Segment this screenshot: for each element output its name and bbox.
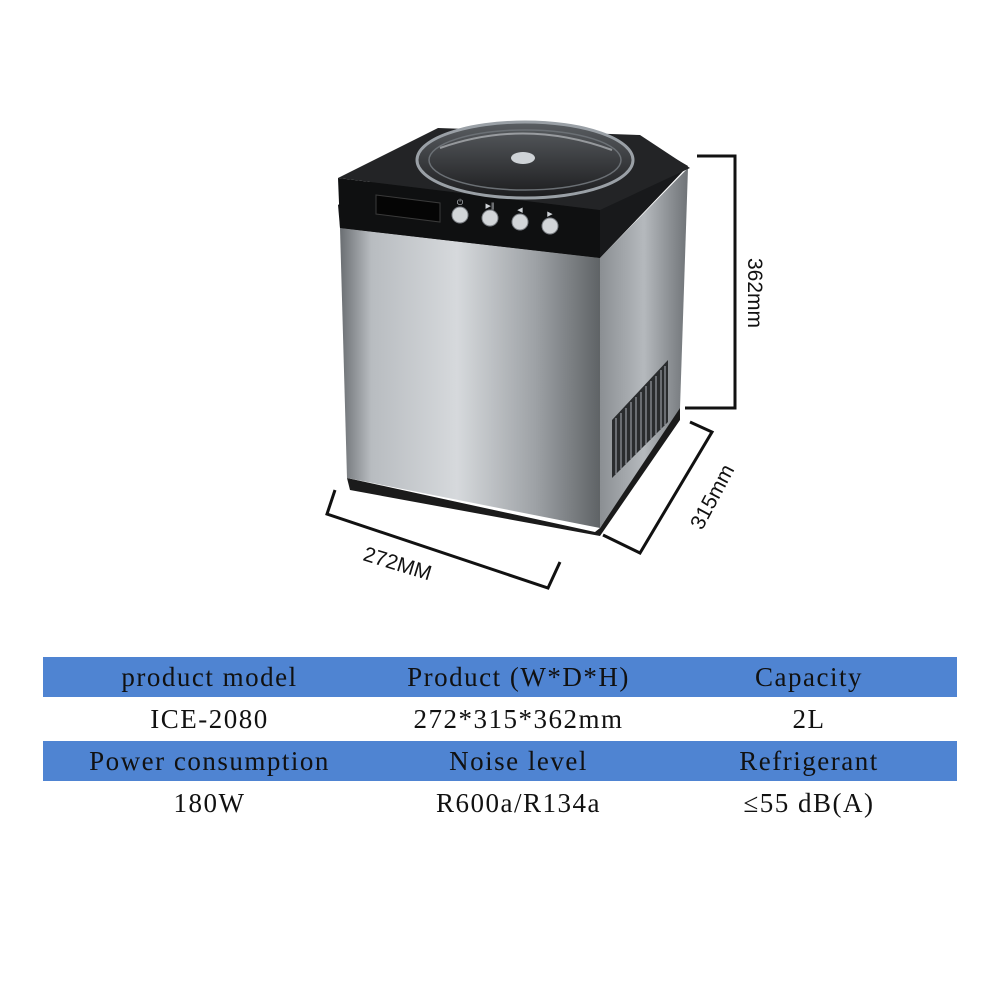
- value-product-model: ICE-2080: [43, 697, 376, 741]
- vent-grille: [612, 360, 668, 478]
- dimension-height: 362mm: [685, 154, 766, 410]
- header-noise-level: Noise level: [376, 741, 661, 781]
- lid-knob: [511, 152, 535, 164]
- play-pause-button: [481, 209, 499, 227]
- spec-value-row: ICE-2080 272*315*362mm 2L: [43, 697, 957, 741]
- depth-label: 315mm: [686, 461, 739, 534]
- value-product-dimensions: 272*315*362mm: [376, 697, 661, 741]
- power-button: [451, 206, 469, 224]
- left-button: [511, 213, 529, 231]
- height-label: 362mm: [743, 258, 766, 328]
- power-icon: ⏻: [457, 198, 464, 207]
- right-button: [541, 217, 559, 235]
- header-product-model: product model: [43, 657, 376, 697]
- spec-header-row: Power consumption Noise level Refrigeran…: [43, 741, 957, 781]
- play-pause-icon: ▶‖: [486, 202, 495, 210]
- width-label: 272MM: [361, 543, 435, 585]
- header-product-dimensions: Product (W*D*H): [376, 657, 661, 697]
- control-buttons: ⏻ ▶‖ ◀ ▶: [451, 198, 559, 235]
- front-panel: [340, 228, 600, 528]
- spec-header-row: product model Product (W*D*H) Capacity: [43, 657, 957, 697]
- value-noise-level: R600a/R134a: [376, 781, 661, 825]
- appliance-base: [347, 405, 680, 536]
- left-arrow-icon: ◀: [517, 206, 523, 214]
- ice-cream-maker-illustration: ⏻ ▶‖ ◀ ▶ 362mm 315mm 272MM: [325, 120, 766, 590]
- header-power-consumption: Power consumption: [43, 741, 376, 781]
- value-power-consumption: 180W: [43, 781, 376, 825]
- spec-value-row: 180W R600a/R134a ≤55 dB(A): [43, 781, 957, 825]
- header-capacity: Capacity: [661, 657, 957, 697]
- right-arrow-icon: ▶: [547, 210, 553, 218]
- display-window: [375, 194, 441, 223]
- value-refrigerant: ≤55 dB(A): [661, 781, 957, 825]
- value-capacity: 2L: [661, 697, 957, 741]
- spec-table: product model Product (W*D*H) Capacity I…: [43, 657, 957, 825]
- header-refrigerant: Refrigerant: [661, 741, 957, 781]
- appliance: ⏻ ▶‖ ◀ ▶: [338, 120, 690, 536]
